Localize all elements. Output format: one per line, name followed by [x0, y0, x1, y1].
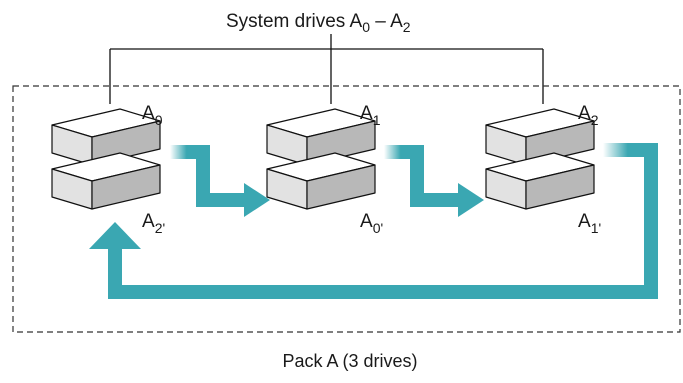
pack-caption: Pack A (3 drives): [282, 351, 417, 371]
drive-stack-2: [266, 108, 376, 210]
drive-1-primary-label: A0: [142, 103, 163, 128]
drive-3-primary-label: A2: [578, 103, 599, 128]
system-drives-bracket: [109, 34, 544, 104]
drive-unit-lower: [266, 152, 376, 210]
drive-stack-1: [51, 108, 161, 210]
drive-2-mirror-label: A0': [360, 211, 383, 236]
drive-2-primary-label: A1: [360, 103, 381, 128]
drive-3-mirror-label: A1': [578, 211, 601, 236]
mirror-arrow-2-to-3: [384, 145, 484, 217]
drive-stack-3: [485, 108, 595, 210]
header-title: System drives A0 – A2: [226, 11, 411, 35]
drive-unit-lower: [485, 152, 595, 210]
drive-unit-upper: [485, 108, 595, 166]
pack-boundary: [12, 85, 681, 333]
drive-1-mirror-label: A2': [142, 211, 165, 236]
drive-unit-upper: [266, 108, 376, 166]
mirror-arrow-1-to-2: [170, 145, 270, 217]
mirror-arrow-3-to-1: [89, 143, 658, 299]
drive-unit-lower: [51, 152, 161, 210]
